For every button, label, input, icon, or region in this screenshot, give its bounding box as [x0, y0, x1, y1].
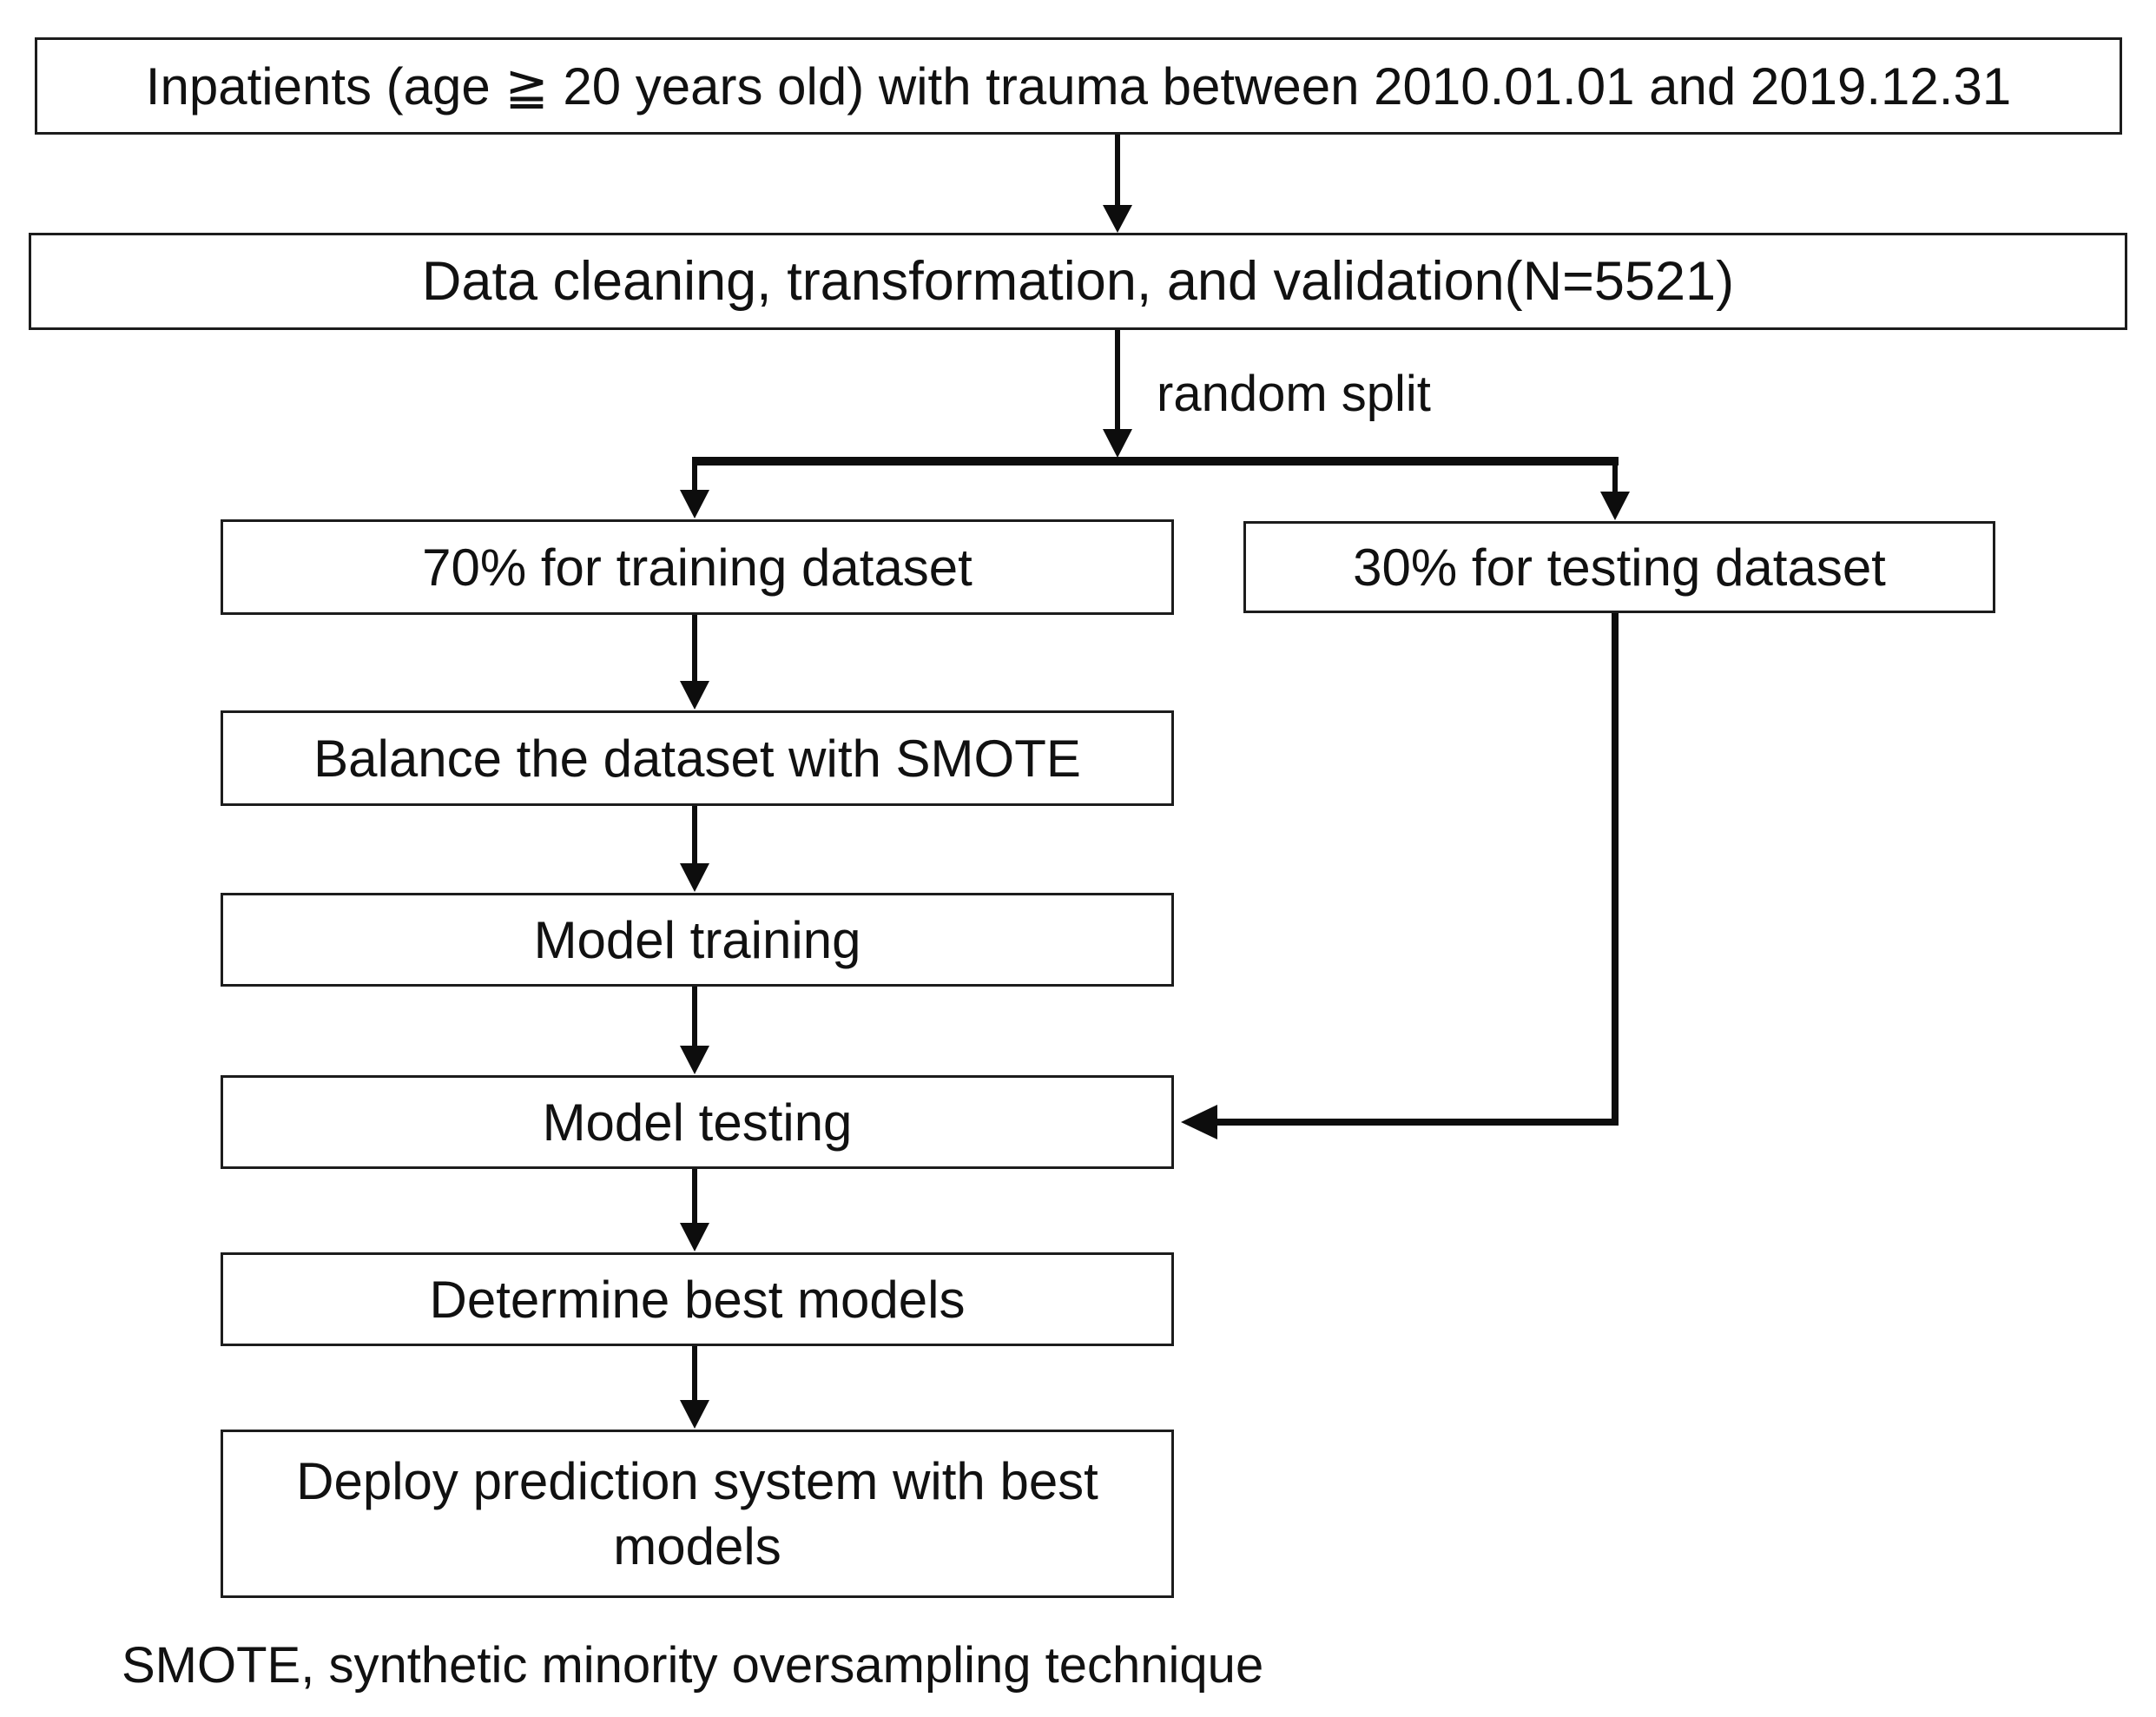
- node-model-testing-label: Model testing: [542, 1093, 853, 1152]
- node-inpatients-label: Inpatients (age ≧ 20 years old) with tra…: [145, 56, 2012, 116]
- node-model-training: Model training: [221, 893, 1174, 987]
- arrow-balance-to-model-training: [680, 806, 709, 892]
- arrow-determine-to-deploy: [680, 1346, 709, 1429]
- arrow-split-to-training: [680, 459, 709, 518]
- arrow-model-training-to-model-testing: [680, 987, 709, 1074]
- arrow-inpatients-to-cleaning: [1103, 135, 1132, 233]
- edge-label-random-split: random split: [1157, 366, 1431, 422]
- node-balance-smote: Balance the dataset with SMOTE: [221, 710, 1174, 806]
- arrow-model-testing-to-determine: [680, 1169, 709, 1251]
- arrow-training-to-balance: [680, 615, 709, 710]
- node-determine-best-models: Determine best models: [221, 1252, 1174, 1346]
- node-model-training-label: Model training: [533, 910, 861, 969]
- arrow-testing-to-model-testing: [1181, 613, 1619, 1139]
- node-data-cleaning-label: Data cleaning, transformation, and valid…: [421, 250, 1735, 312]
- node-data-cleaning: Data cleaning, transformation, and valid…: [29, 233, 2127, 330]
- node-deploy-system: Deploy prediction system with best model…: [221, 1430, 1174, 1598]
- node-testing-30: 30% for testing dataset: [1243, 521, 1995, 613]
- node-training-70-label: 70% for training dataset: [422, 538, 973, 597]
- node-deploy-system-label: Deploy prediction system with best model…: [296, 1452, 1098, 1575]
- node-determine-best-models-label: Determine best models: [429, 1270, 966, 1329]
- node-testing-30-label: 30% for testing dataset: [1353, 538, 1886, 597]
- node-training-70: 70% for training dataset: [221, 519, 1174, 615]
- arrow-cleaning-to-split: [1103, 330, 1132, 458]
- arrow-split-to-testing: [1600, 459, 1630, 520]
- node-inpatients: Inpatients (age ≧ 20 years old) with tra…: [35, 37, 2122, 135]
- node-balance-smote-label: Balance the dataset with SMOTE: [313, 729, 1081, 788]
- footnote-smote: SMOTE, synthetic minority oversampling t…: [122, 1637, 1264, 1694]
- node-model-testing: Model testing: [221, 1075, 1174, 1169]
